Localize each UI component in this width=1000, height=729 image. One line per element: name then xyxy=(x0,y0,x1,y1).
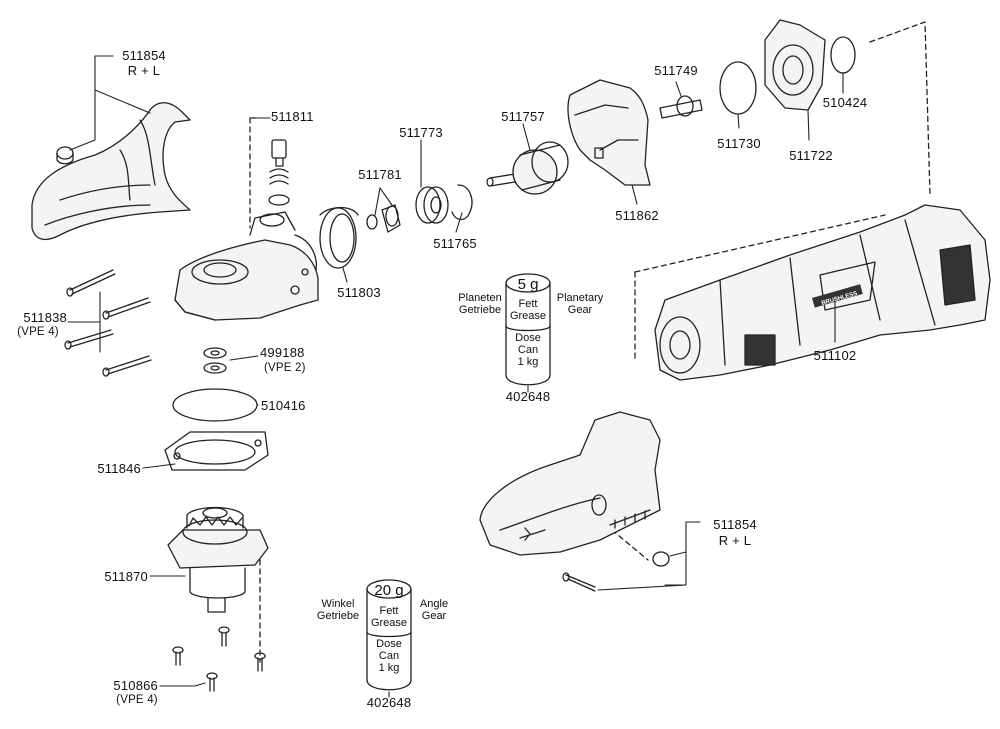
label-511749: 511749 xyxy=(654,63,698,78)
grease-angle-label-de2: Getriebe xyxy=(316,610,360,622)
grease-planetary-fett: Fett xyxy=(518,298,538,310)
label-511102: 511102 xyxy=(813,348,857,363)
guard-top-drawing xyxy=(31,102,191,241)
label-511730: 511730 xyxy=(717,136,761,151)
label-511781: 511781 xyxy=(358,167,402,182)
grease-planetary-dose: Dose xyxy=(515,332,541,344)
grinder-body-drawing xyxy=(654,204,991,381)
circlip-drawing xyxy=(451,184,473,221)
label-511854-bottom: 511854 xyxy=(713,517,757,532)
label-511757: 511757 xyxy=(501,109,545,124)
spindle-assembly-drawing xyxy=(167,506,269,663)
grease-angle-dose: Dose xyxy=(376,638,402,650)
label-510866-vpe: (VPE 4) xyxy=(116,694,158,706)
grease-angle-can: Can xyxy=(378,650,400,662)
grease-planetary-label-de: Planeten xyxy=(458,292,502,304)
label-511854-bottom-variant: R + L xyxy=(718,533,752,548)
bearing-flange-drawing xyxy=(764,19,826,111)
label-511862: 511862 xyxy=(615,208,659,223)
label-511803: 511803 xyxy=(337,285,381,300)
grease-planetary-amount: 5 g xyxy=(517,276,539,293)
oring-510416-drawing xyxy=(172,388,258,422)
guard-bottom-drawing xyxy=(479,411,670,592)
pinion-drawing xyxy=(366,204,401,233)
grease-angle-fett: Fett xyxy=(379,605,399,617)
label-511870: 511870 xyxy=(104,569,148,584)
label-511838-vpe: (VPE 4) xyxy=(17,326,59,338)
label-511811: 511811 xyxy=(271,109,314,124)
grease-angle-grease: Grease xyxy=(370,617,408,629)
label-499188-vpe: (VPE 2) xyxy=(264,362,306,374)
label-499188: 499188 xyxy=(260,345,305,360)
oring-511730-drawing xyxy=(719,61,757,115)
label-510866: 510866 xyxy=(113,678,158,693)
gear-housing-drawing xyxy=(174,117,319,321)
label-511765: 511765 xyxy=(433,236,477,251)
leader-lines xyxy=(67,55,844,698)
grease-planetary-label-de2: Getriebe xyxy=(458,304,502,316)
label-511846: 511846 xyxy=(97,461,141,476)
grease-can-planetary-drawing xyxy=(505,273,551,386)
bearing-drawing xyxy=(415,186,449,224)
label-402648-angle: 402648 xyxy=(366,695,412,710)
grease-angle-amount: 20 g xyxy=(374,582,404,599)
grease-angle-label-en2: Gear xyxy=(421,610,447,622)
oring-510424-drawing xyxy=(830,36,856,74)
label-511854-top: 511854 xyxy=(122,48,166,63)
armature-shaft-drawing xyxy=(659,95,703,119)
grease-angle-label-en: Angle xyxy=(419,598,449,610)
washers-drawing xyxy=(203,347,227,374)
grease-planetary-label-en: Planetary xyxy=(556,292,604,304)
label-511773: 511773 xyxy=(399,125,443,140)
label-510424: 510424 xyxy=(822,95,868,110)
label-402648-planetary: 402648 xyxy=(505,389,551,404)
label-511838: 511838 xyxy=(23,310,67,325)
grease-angle-label-de: Winkel xyxy=(321,598,355,610)
planetary-gear-drawing xyxy=(486,141,569,195)
label-511854-top-variant: R + L xyxy=(127,63,161,78)
label-510416: 510416 xyxy=(261,398,306,413)
ring-gear-drawing xyxy=(319,206,359,269)
grease-planetary-grease: Grease xyxy=(509,310,547,322)
grease-planetary-can: Can xyxy=(517,344,539,356)
motor-cover-drawing xyxy=(567,79,651,186)
grease-angle-size: 1 kg xyxy=(378,662,400,674)
screws-511838-drawing xyxy=(64,269,152,377)
label-511722: 511722 xyxy=(789,148,833,163)
gasket-drawing xyxy=(164,431,269,471)
grease-planetary-size: 1 kg xyxy=(517,356,539,368)
grease-planetary-label-en2: Gear xyxy=(567,304,593,316)
grease-can-angle-drawing xyxy=(366,579,412,691)
screws-510866-drawing xyxy=(172,626,266,692)
